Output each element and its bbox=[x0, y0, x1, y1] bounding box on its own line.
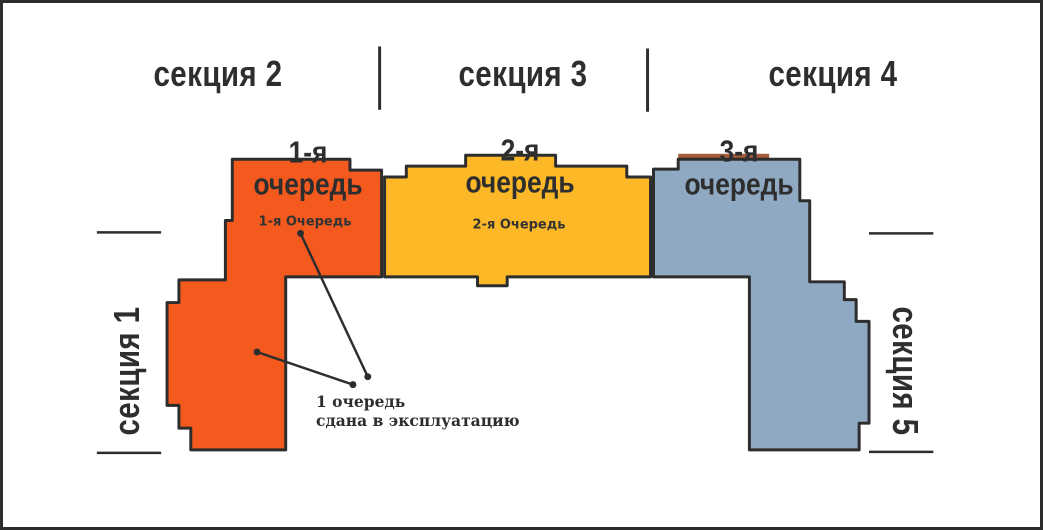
section-label-1: секция 1 bbox=[106, 306, 147, 436]
section-label-5: секция 5 bbox=[885, 306, 926, 436]
leader-line-1 bbox=[299, 232, 369, 378]
plan-drawing bbox=[96, 46, 934, 455]
section-label-2: секция 2 bbox=[153, 53, 283, 94]
phase3-building-shape bbox=[652, 157, 871, 452]
leader-dot-1b bbox=[364, 373, 372, 381]
phase2-title-line2: очередь bbox=[465, 164, 575, 200]
leader-dot-1a bbox=[297, 229, 304, 237]
leader-line-2 bbox=[256, 350, 354, 386]
phase2-sublabel: 2-я Очередь bbox=[472, 217, 566, 233]
annotation-line1: 1 очередь bbox=[316, 392, 406, 411]
phase1-building-shape bbox=[165, 157, 384, 452]
annotation-text: 1 очередь сдана в эксплуатацию bbox=[316, 392, 520, 430]
phase3-title-line2: очередь bbox=[684, 166, 794, 202]
phase1-sublabel: 1-я Очередь bbox=[258, 214, 352, 230]
phase1-title-line2: очередь bbox=[253, 166, 363, 202]
phase3-title-line1: 3-я bbox=[719, 133, 759, 169]
section-label-4: секция 4 bbox=[768, 53, 898, 94]
phase2-title-line1: 2-я bbox=[500, 132, 540, 168]
leader-dot-2b bbox=[349, 381, 357, 389]
roof-strip bbox=[678, 153, 770, 161]
section-label-3: секция 3 bbox=[458, 53, 588, 94]
phase2-building-shape bbox=[383, 153, 653, 288]
leader-dot-2a bbox=[253, 348, 261, 356]
phase1-title-line1: 1-я bbox=[288, 134, 328, 170]
annotation-line2: сдана в эксплуатацию bbox=[316, 411, 520, 430]
